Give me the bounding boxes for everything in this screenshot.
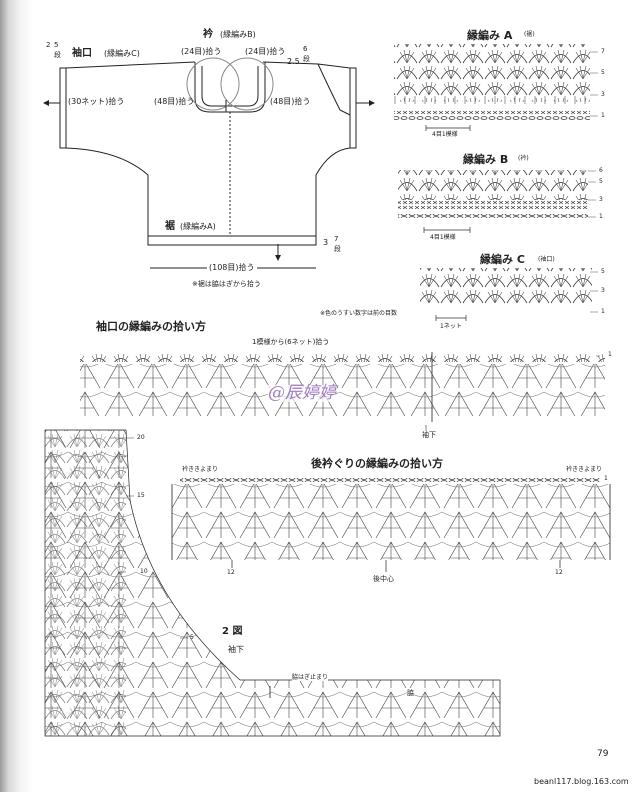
back-neck-stop-left: 衿ききよまり [182, 466, 219, 473]
chart-a-row-3: 3 [601, 91, 605, 98]
sleeve-rows-5: 5 [54, 41, 59, 49]
sleeve-edging: (縁編みC) [104, 49, 140, 58]
watermark: @辰婷婷 [268, 383, 336, 403]
chart-b-subtitle: (衿) [518, 155, 529, 162]
chart-b-title: 縁編み B [463, 153, 509, 166]
collar-rows-unit: 段 [303, 55, 310, 63]
sleeve-title: 袖口 [72, 48, 92, 59]
collar-pickup-right: (24目)拾う [245, 47, 286, 56]
chart-a-repeat: 4目1模様 [432, 131, 458, 138]
chart-c-subtitle: (袖口) [538, 256, 555, 263]
collar-width: 2.5 [287, 57, 300, 66]
collar-side-left: (48目)拾う [154, 97, 195, 106]
fig2-title: 2 図 [222, 626, 243, 637]
back-neck-center: 後中心 [373, 575, 394, 583]
collar-rows-6: 6 [303, 45, 308, 53]
hem-rows-7: 7 [334, 235, 339, 243]
sleeve-pickup: (30ネット)拾う [68, 97, 125, 106]
chart-c-row-5: 5 [601, 268, 605, 275]
chart-b-repeat: 4目1模様 [430, 234, 456, 241]
sleeve-chart-under-arm: 袖下 [422, 431, 436, 439]
collar-pickup-left: (24目)拾う [181, 47, 222, 56]
back-neck-row-right: 12 [555, 569, 563, 576]
chart-a-row-5: 5 [601, 69, 605, 76]
chart-c-title: 縁編み C [480, 253, 525, 266]
back-neck-row-1: 1 [604, 475, 608, 482]
fig2-row-5: 5 [190, 634, 194, 641]
collar-edging: (縁編みB) [220, 30, 256, 39]
chart-a-row-7: 7 [601, 48, 605, 55]
fig2-under-arm: 袖下 [228, 645, 244, 654]
fig2-row-15: 15 [137, 492, 145, 499]
sleeve-chart-pickup: 1模様から(6ネット)拾う [250, 338, 332, 346]
hem-rows-unit: 段 [334, 245, 341, 253]
fig2-row-10: 10 [140, 568, 148, 575]
sleeve-chart-title: 袖口の縁編みの拾い方 [96, 320, 206, 333]
sleeve-rows-2: 2 [46, 41, 51, 49]
chart-b-row-5: 5 [599, 178, 603, 185]
hem-edging: (縁編みA) [180, 222, 216, 231]
back-neck-title: 後衿ぐりの縁編みの拾い方 [311, 457, 443, 470]
back-neck-row-left: 12 [227, 569, 235, 576]
chart-a-row-1: 1 [601, 112, 605, 119]
hem-pickup: (108目)拾う [207, 263, 257, 272]
chart-a-title: 縁編み A [467, 29, 513, 42]
chart-c-repeat: 1ネット [440, 323, 462, 330]
chart-c-row-1: 1 [601, 308, 605, 315]
page-number: 79 [597, 749, 609, 759]
back-neck-stop-right: 衿ききよまり [566, 466, 603, 473]
fig2-stop: 脇はぎ止まり [292, 674, 329, 681]
fig2-side: 脇 [407, 689, 414, 697]
hem-note: ※裾は脇はぎから拾う [192, 280, 261, 288]
collar-side-right: (48目)拾う [270, 97, 311, 106]
fig2-row-20: 20 [137, 434, 145, 441]
chart-b-row-6: 6 [599, 167, 603, 174]
footer-credit: beanl117.blog.163.com [534, 777, 629, 786]
chart-b-row-1: 1 [599, 213, 603, 220]
chart-b-row-3: 3 [599, 196, 603, 203]
chart-a-subtitle: (裾) [524, 31, 535, 38]
sleeve-rows-unit: 段 [54, 51, 61, 59]
collar-title: 衿 [203, 29, 213, 40]
sleeve-chart-row-1: 1 [608, 351, 612, 358]
book-gutter-shadow [0, 0, 34, 792]
color-note: ※色のうすい数字は前の目数 [320, 310, 398, 317]
hem-title: 裾 [165, 221, 175, 232]
hem-rows-prefix: 3 [323, 238, 329, 247]
chart-c-row-3: 3 [601, 287, 605, 294]
